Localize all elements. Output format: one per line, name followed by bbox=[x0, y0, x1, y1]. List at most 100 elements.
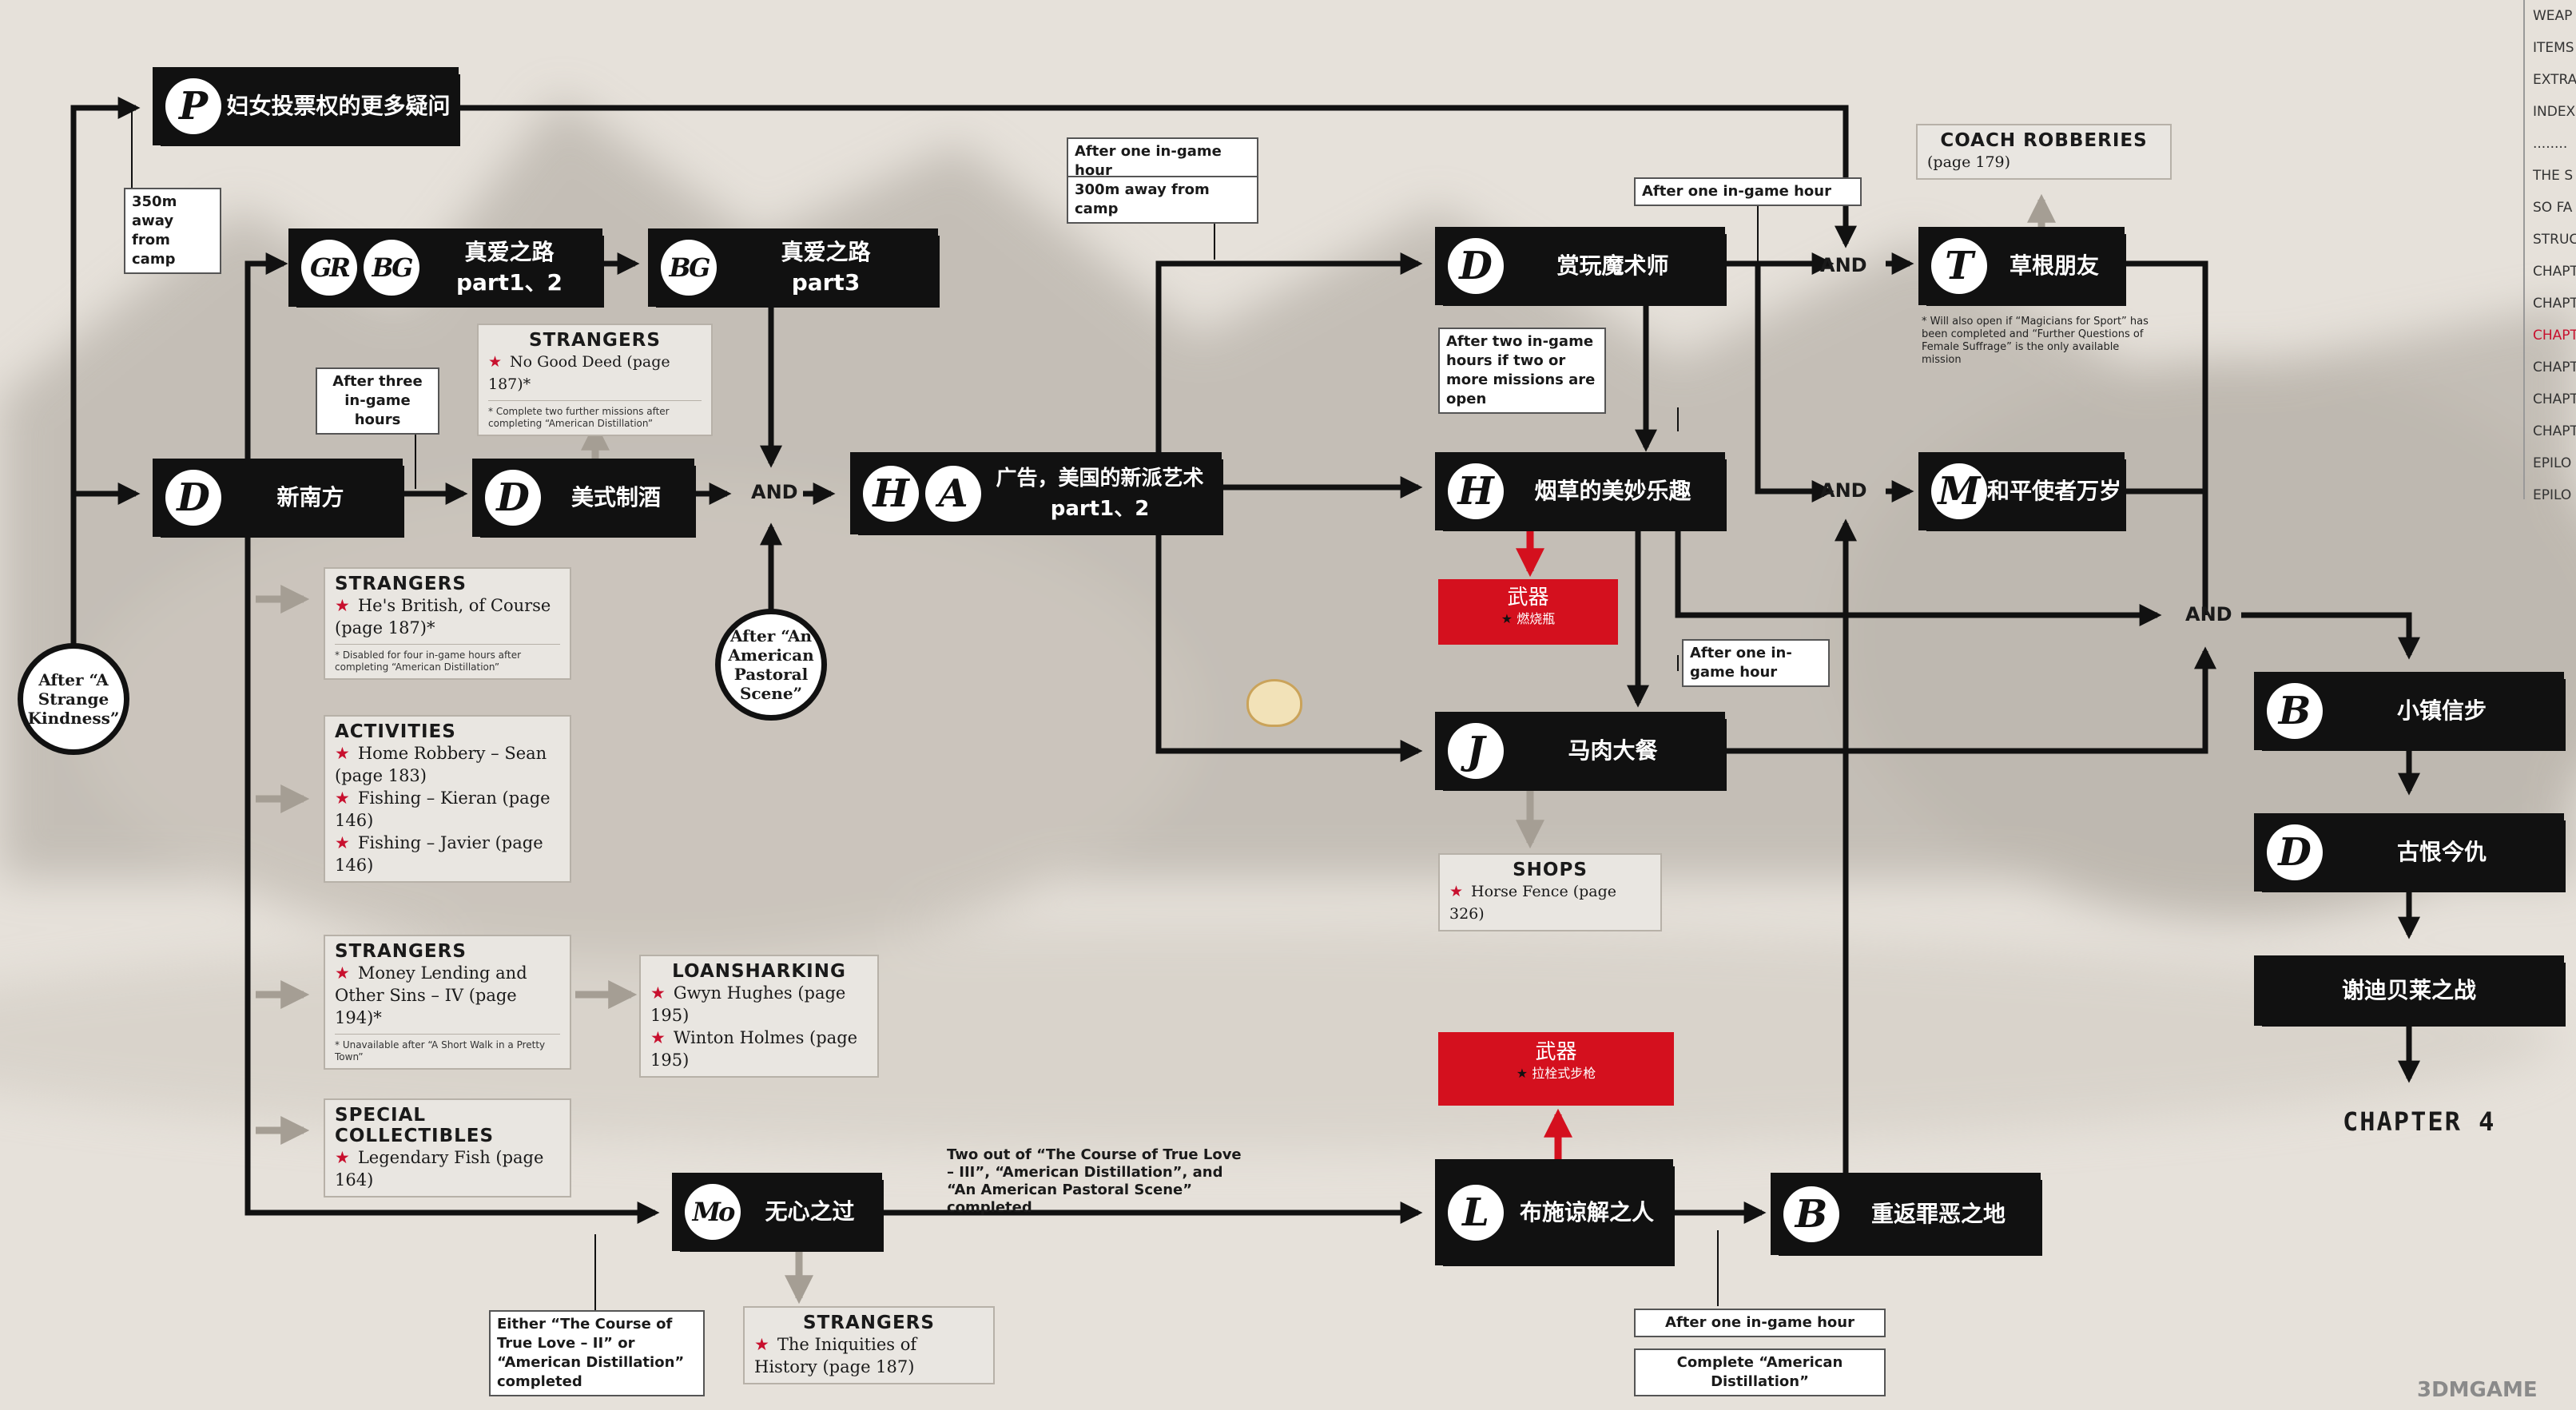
panel-item[interactable]: (page 179) bbox=[1927, 153, 2011, 171]
mission-horse-meal[interactable]: J 马肉大餐 bbox=[1438, 715, 1722, 787]
mission-subtitle: part1、2 bbox=[455, 269, 563, 296]
panel-heading: SHOPS bbox=[1513, 860, 1588, 880]
mission-icon-bg: BG bbox=[364, 240, 419, 296]
chapter-label: CHAPTER 4 bbox=[2343, 1106, 2496, 1137]
panel-strangers-top: STRANGERS ★No Good Deed (page 187)* * Co… bbox=[477, 324, 713, 436]
star-icon: ★ bbox=[335, 596, 350, 615]
mission-icon-t: T bbox=[1931, 238, 1987, 294]
mission-old-grudge[interactable]: D 古恨今仇 bbox=[2257, 816, 2561, 888]
panel-heading: COACH ROBBERIES bbox=[1940, 130, 2148, 151]
condition-note: After one in-game hour bbox=[1634, 177, 1862, 206]
toc-item[interactable]: CHAPT bbox=[2533, 423, 2576, 439]
mission-charity[interactable]: L 布施谅解之人 bbox=[1438, 1162, 1670, 1262]
toc-item[interactable]: EXTRA bbox=[2533, 72, 2576, 88]
condition-note: After one in-game hour bbox=[1634, 1309, 1886, 1337]
star-icon: ★ bbox=[335, 833, 350, 852]
panel-item[interactable]: Home Robbery – Sean (page 183) bbox=[335, 744, 547, 785]
panel-item[interactable]: No Good Deed (page 187)* bbox=[488, 353, 670, 393]
mission-new-south[interactable]: D 新南方 bbox=[156, 462, 400, 534]
panel-item[interactable]: Gwyn Hughes (page 195) bbox=[650, 983, 846, 1025]
panel-heading: STRANGERS bbox=[803, 1313, 935, 1333]
mission-women-suffrage[interactable]: P 妇女投票权的更多疑问 bbox=[156, 70, 455, 142]
toc-item-active[interactable]: CHAPT bbox=[2533, 328, 2576, 344]
start-circle: After “A Strange Kindness” bbox=[18, 643, 129, 755]
mission-shady-battle[interactable]: 谢迪贝莱之战 bbox=[2257, 959, 2561, 1023]
toc-item[interactable]: INDEX bbox=[2533, 104, 2576, 120]
mission-icon-d: D bbox=[165, 470, 221, 526]
mission-icon-mo: Mo bbox=[685, 1184, 741, 1240]
condition-note: 350m away from camp bbox=[124, 188, 221, 274]
panel-item[interactable]: Money Lending and Other Sins – IV (page … bbox=[335, 963, 527, 1027]
toc-item[interactable]: ITEMS bbox=[2533, 40, 2574, 56]
panel-heading: ACTIVITIES bbox=[335, 721, 456, 742]
toc-item[interactable]: CHAPT bbox=[2533, 391, 2576, 407]
toc-item[interactable]: CHAPT bbox=[2533, 264, 2576, 280]
toc-item[interactable]: THE S bbox=[2533, 168, 2574, 184]
mission-icon-p: P bbox=[165, 78, 221, 134]
mission-icon-d: D bbox=[1448, 238, 1504, 294]
panel-collectibles: SPECIAL COLLECTIBLES ★Legendary Fish (pa… bbox=[324, 1098, 571, 1198]
toc-item[interactable]: CHAPT bbox=[2533, 359, 2576, 375]
panel-item[interactable]: Fishing – Javier (page 146) bbox=[335, 833, 543, 875]
mission-title: 马肉大餐 bbox=[1568, 737, 1658, 764]
weapon-item: 拉栓式步枪 bbox=[1532, 1066, 1596, 1081]
condition-note: Either “The Course of True Love – II” or… bbox=[489, 1310, 705, 1396]
panel-item[interactable]: Horse Fence (page 326) bbox=[1449, 883, 1617, 923]
toc-item[interactable]: WEAP bbox=[2533, 8, 2573, 24]
mission-title: 无心之过 bbox=[765, 1198, 855, 1225]
panel-heading: SPECIAL COLLECTIBLES bbox=[335, 1105, 495, 1146]
mission-heartless[interactable]: Mo 无心之过 bbox=[675, 1176, 879, 1248]
panel-item[interactable]: He's British, of Course (page 187)* bbox=[335, 596, 551, 637]
mission-small-town[interactable]: B 小镇信步 bbox=[2257, 675, 2561, 747]
condition-note: After three in-game hours bbox=[316, 367, 439, 435]
mission-peace-envoy[interactable]: M 和平使者万岁 bbox=[1922, 455, 2121, 527]
pastoral-label: After “An American Pastoral Scene” bbox=[728, 626, 814, 703]
panel-footnote: * Complete two further missions after co… bbox=[488, 400, 702, 430]
mission-icon-j: J bbox=[1448, 723, 1504, 779]
toc-item[interactable]: EPILO bbox=[2533, 455, 2572, 471]
star-icon: ★ bbox=[488, 353, 503, 371]
panel-item[interactable]: The Iniquities of History (page 187) bbox=[754, 1335, 917, 1376]
pastoral-circle: After “An American Pastoral Scene” bbox=[715, 609, 827, 721]
toc-item[interactable]: CHAPT bbox=[2533, 296, 2576, 312]
mission-true-love-3[interactable]: BG 真爱之路 part3 bbox=[651, 232, 935, 304]
mission-title: 草根朋友 bbox=[2009, 252, 2099, 279]
mission-icon-a: A bbox=[925, 465, 981, 522]
panel-item[interactable]: Winton Holmes (page 195) bbox=[650, 1028, 858, 1070]
mission-title: 小镇信步 bbox=[2396, 697, 2487, 724]
condition-note: Complete “American Distillation” bbox=[1634, 1348, 1886, 1396]
mission-icon-b: B bbox=[1783, 1186, 1839, 1242]
mission-icon-h: H bbox=[863, 465, 919, 522]
mission-subtitle: part3 bbox=[791, 269, 861, 296]
toc-item[interactable]: EPILO bbox=[2533, 487, 2572, 499]
star-icon: ★ bbox=[1501, 611, 1513, 626]
weapon-item: 燃烧瓶 bbox=[1517, 611, 1556, 626]
mission-title: 妇女投票权的更多疑问 bbox=[226, 93, 451, 119]
mission-american-distillation[interactable]: D 美式制酒 bbox=[475, 462, 691, 534]
condition-note: After one in-game hour bbox=[1682, 639, 1830, 687]
mascot-icon bbox=[1246, 679, 1302, 727]
mission-title: 烟草的美妙乐趣 bbox=[1534, 478, 1691, 504]
panel-heading: STRANGERS bbox=[335, 941, 467, 962]
mission-grass-friend[interactable]: T 草根朋友 bbox=[1922, 230, 2121, 302]
condition-note: 300m away from camp bbox=[1067, 176, 1258, 224]
mission-advertising[interactable]: H A 广告，美国的新派艺术 part1、2 bbox=[853, 455, 1218, 531]
star-icon: ★ bbox=[650, 1028, 666, 1047]
panel-heading: STRANGERS bbox=[529, 330, 661, 351]
panel-item[interactable]: Legendary Fish (page 164) bbox=[335, 1148, 544, 1190]
mission-true-love-1-2[interactable]: GR BG 真爱之路 part1、2 bbox=[292, 232, 599, 304]
coach-footnote: * Will also open if “Magicians for Sport… bbox=[1922, 316, 2149, 366]
mission-icon-h: H bbox=[1448, 463, 1504, 519]
mission-icon-gr: GR bbox=[301, 240, 357, 296]
mission-magician[interactable]: D 赏玩魔术师 bbox=[1438, 230, 1722, 302]
panel-footnote: * Unavailable after “A Short Walk in a P… bbox=[335, 1034, 560, 1063]
toc-item[interactable]: STRUC bbox=[2533, 232, 2576, 248]
toc-item[interactable]: SO FA bbox=[2533, 200, 2573, 216]
and-gate: AND bbox=[751, 481, 798, 503]
mission-return-sin[interactable]: B 重返罪恶之地 bbox=[1774, 1176, 2037, 1252]
mission-tobacco[interactable]: H 烟草的美妙乐趣 bbox=[1438, 455, 1722, 527]
and-gate: AND bbox=[1820, 479, 1867, 502]
mission-title: 赏玩魔术师 bbox=[1556, 252, 1669, 279]
panel-item[interactable]: Fishing – Kieran (page 146) bbox=[335, 788, 551, 830]
